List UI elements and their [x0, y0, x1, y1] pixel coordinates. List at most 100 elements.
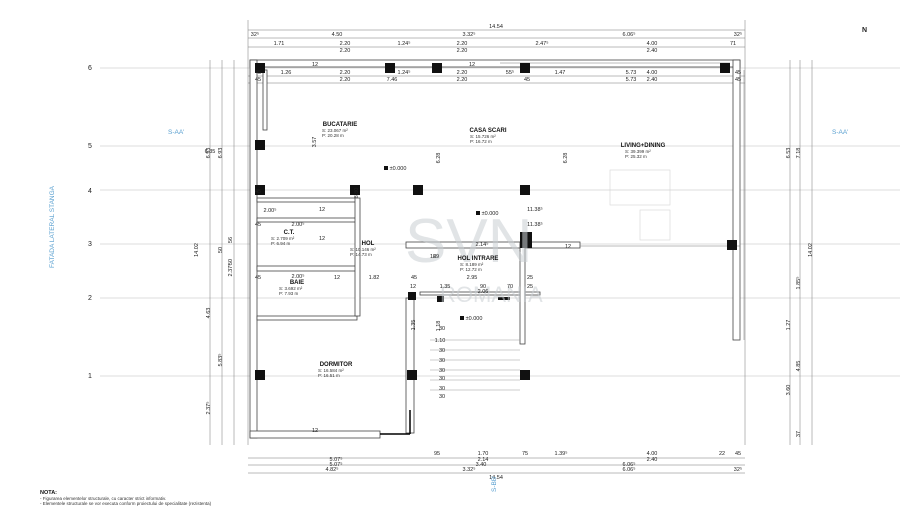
section-label-left: S-AA' [168, 129, 184, 136]
watermark-brand: SVN [405, 207, 532, 276]
dimension-right: 1.85⁵ [795, 277, 802, 290]
dimension-top-row4: 2.20 [457, 70, 468, 76]
dimension-inner: 30 [439, 386, 445, 392]
dimension-inner: 30 [439, 394, 445, 400]
dimension-top-row5: 2.40 [647, 77, 658, 83]
dimension-bottom-row4: 32⁵ [734, 466, 742, 473]
dimension-bottom-row4: 3.32⁵ [463, 466, 476, 473]
dimension-inner: 1.35 [411, 320, 417, 331]
dimension-inner: 12 [312, 62, 318, 68]
dimension-bottom-row2: 5.07⁵ [330, 456, 343, 463]
dimension-right: 37 [796, 431, 802, 437]
dimension-inner: 11.38⁵ [527, 206, 543, 213]
dimension-right: 4.85 [796, 361, 802, 372]
facade-label: FATADA LATERAL STANGA [49, 185, 56, 268]
dimension-top-row2: 1.71 [274, 41, 285, 47]
room-name: HOL INTRARE [458, 256, 499, 262]
level-marks: ±0.000±0.000±0.000 [384, 166, 498, 322]
dimension-inner: 11.38⁵ [527, 221, 543, 228]
dimension-bottom-row1: 4.00 [647, 451, 658, 457]
dimension-top-row3: 2.40 [647, 48, 658, 54]
room-name: BUCATARIE [323, 122, 357, 128]
dimension-bottom-row1: 22 [719, 451, 725, 457]
dimension-inner: 69 [433, 254, 439, 260]
compass-north-label: N [862, 27, 867, 34]
dimension-bottom-row3: 5.07⁵ [330, 461, 343, 468]
dimension-inner: 1.35 [440, 284, 451, 290]
axis-label-1: 1 [88, 373, 92, 380]
watermark-sub: ROMANIA [440, 282, 543, 307]
dimension-right: 6.53 [786, 148, 792, 159]
dimension-inner: 30 [439, 326, 445, 332]
dimension-inner: 6.28 [563, 153, 569, 164]
dimension-inner: 30 [439, 368, 445, 374]
dimension-inner: 8.80 [354, 188, 360, 199]
dimension-top-row5: 7.46 [387, 77, 398, 83]
level-value: ±0.000 [466, 316, 483, 322]
dimension-top-row2: 2.47⁵ [536, 40, 549, 47]
dimension-inner: 1.10 [435, 338, 446, 344]
room-name: DORMITOR [320, 362, 353, 368]
dimension-bottom-row3: 6.06⁵ [623, 461, 636, 468]
dimension-top-row1: 3.32⁵ [463, 31, 476, 38]
dimension-top-row2: 71 [730, 41, 736, 47]
dimension-inner: 12 [319, 236, 325, 242]
dimension-top-row4: 1.47 [555, 70, 566, 76]
dimension-top-row4: 1.26 [281, 70, 292, 76]
dimension-top-row1: 32⁵ [734, 31, 742, 38]
room-perimeter: P: 14.73 m [350, 252, 372, 257]
dimension-left: 56 [228, 237, 234, 243]
room-perimeter: P: 16.72 m [470, 139, 492, 144]
room-perimeter: P: 12.72 m [460, 267, 482, 272]
level-mark-icon [384, 166, 388, 170]
dimension-inner: 3.57 [312, 137, 318, 148]
level-mark-icon [476, 211, 480, 215]
dimension-inner: 2.00⁵ [292, 273, 305, 280]
dimension-top-row3: 2.20 [457, 48, 468, 54]
axis-label-3: 3 [88, 241, 92, 248]
dimension-left: 2.37⁵ [227, 264, 234, 277]
top-dimension-lines [248, 29, 745, 474]
axis-label-5: 5 [88, 143, 92, 150]
dimension-top-row5: 2.20 [340, 77, 351, 83]
dimension-inner: 30 [439, 358, 445, 364]
dimension-bottom-row3: 3.40 [476, 462, 487, 468]
dimension-inner: 25 [527, 275, 533, 281]
dimension-inner: 2.14⁵ [476, 241, 489, 248]
walls [249, 59, 741, 439]
room-perimeter: P: 6.94 m [271, 241, 291, 246]
dimension-top-row2: 2.20 [457, 41, 468, 47]
dimension-left: 6.53 [206, 148, 212, 159]
room-area: S: 23.067 m² [322, 128, 348, 133]
dimension-top-row5: 45 [524, 77, 530, 83]
dimension-inner: 12 [469, 62, 475, 68]
dimension-right: 3.60 [786, 385, 792, 396]
section-label-right: S-AA' [832, 129, 848, 136]
level-mark-icon [460, 316, 464, 320]
dimension-inner: 12 [565, 244, 571, 250]
dimension-left: 2.37⁵ [205, 402, 212, 415]
room-name: LIVING+DINING [621, 143, 666, 149]
note-line-2: - Elementele structurale se vor executa … [40, 501, 212, 506]
furniture [609, 169, 671, 241]
axis-label-2: 2 [88, 295, 92, 302]
dimension-inner: 2.00⁵ [264, 207, 277, 214]
dimension-inner: 90 [480, 284, 486, 290]
dimension-inner: 1.18 [436, 321, 442, 332]
note-title: NOTA: [40, 490, 57, 496]
dimension-left: 6.93 [218, 148, 224, 159]
dimension-top-row5: 5.73 [626, 77, 637, 83]
room-area: S: 15.726 m² [470, 134, 496, 139]
dimension-inner: 70 [507, 284, 513, 290]
room-name: C.T. [284, 230, 295, 236]
dimension-top-row2: 4.00 [647, 41, 658, 47]
dimension-inner: 30 [439, 376, 445, 382]
room-perimeter: P: 7.93 m [279, 291, 299, 296]
